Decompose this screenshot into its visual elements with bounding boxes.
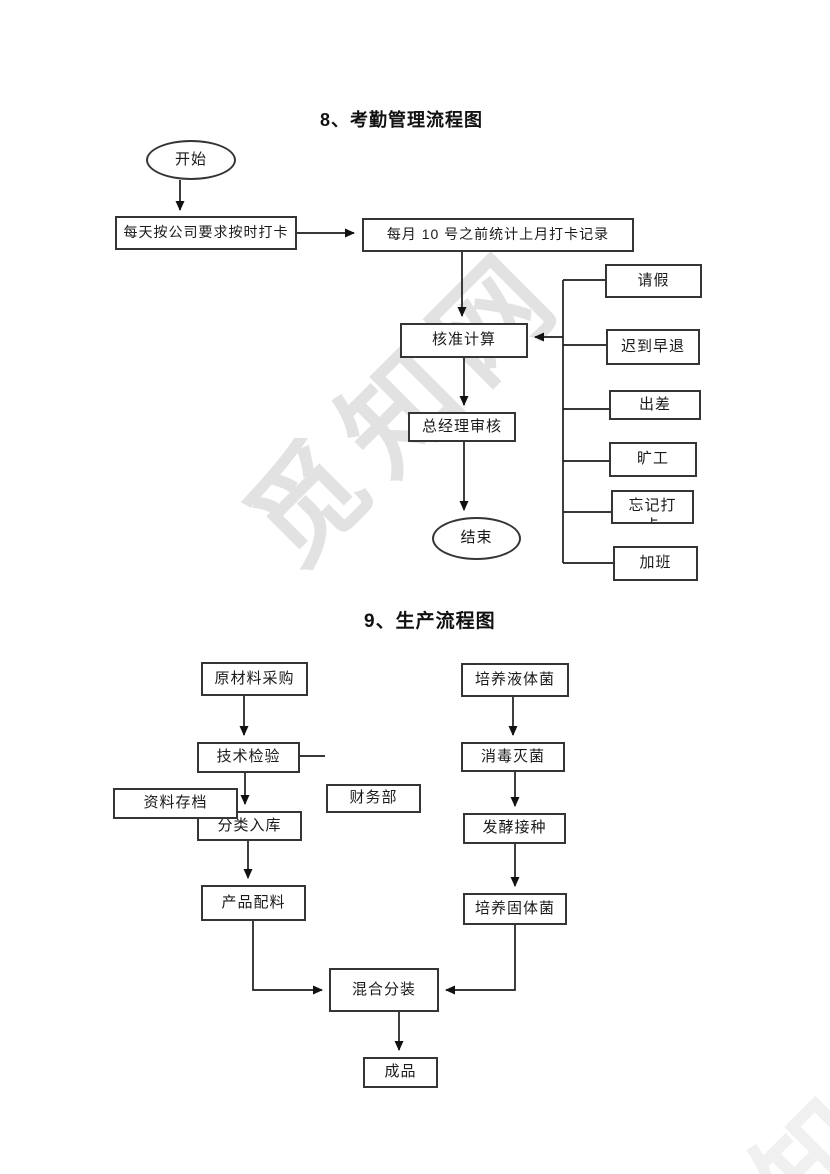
solid-culture-label: 培养固体菌 xyxy=(474,899,555,917)
production-title: 9、生产流程图 xyxy=(364,611,496,632)
archive-label: 资料存档 xyxy=(143,794,208,812)
connector-solid-to-mix xyxy=(445,925,516,995)
mix-pack-node: 混合分装 xyxy=(329,968,439,1012)
category-business-trip-node: 出差 xyxy=(609,390,701,420)
watermark-mizhiwang: 觅知网 xyxy=(224,224,589,589)
attendance-title: 8、考勤管理流程图 xyxy=(320,110,484,130)
raw-purchase-label: 原材料采购 xyxy=(214,669,295,687)
classify-store-label: 分类入库 xyxy=(217,816,282,834)
solid-culture-node: 培养固体菌 xyxy=(463,893,567,925)
watermark-mizhiwang-corner: 觅知网 xyxy=(639,974,830,1174)
product-ingredients-node: 产品配料 xyxy=(201,885,306,921)
product-ingredients-label: 产品配料 xyxy=(221,893,286,911)
daily-punch-node: 每天按公司要求按时打卡 xyxy=(115,216,297,250)
raw-purchase-node: 原材料采购 xyxy=(201,662,308,696)
sterilize-node: 消毒灭菌 xyxy=(461,742,565,772)
start-label: 开始 xyxy=(174,150,207,168)
category-forget-punch-node: 忘记打卡 xyxy=(611,490,694,524)
archive-node: 资料存档 xyxy=(113,788,238,819)
monthly-stat-label: 每月 10 号之前统计上月打卡记录 xyxy=(386,226,610,243)
ferment-node: 发酵接种 xyxy=(463,813,566,844)
category-overtime-label: 加班 xyxy=(639,554,672,572)
category-leave-label: 请假 xyxy=(637,271,670,289)
category-business-trip-label: 出差 xyxy=(638,395,671,413)
category-late-early-label: 迟到早退 xyxy=(620,337,685,355)
finished-product-node: 成品 xyxy=(363,1057,438,1088)
category-absenteeism-label: 旷工 xyxy=(636,450,669,468)
category-absenteeism-node: 旷工 xyxy=(609,442,697,477)
sterilize-label: 消毒灭菌 xyxy=(480,747,545,765)
gm-review-node: 总经理审核 xyxy=(408,412,516,442)
category-overtime-node: 加班 xyxy=(613,546,698,581)
daily-punch-label: 每天按公司要求按时打卡 xyxy=(123,224,289,241)
tech-inspect-node: 技术检验 xyxy=(197,742,300,773)
finance-node: 财务部 xyxy=(326,784,421,813)
approve-calc-node: 核准计算 xyxy=(400,323,528,358)
end-label: 结束 xyxy=(460,529,493,547)
ferment-label: 发酵接种 xyxy=(482,819,547,837)
category-late-early-node: 迟到早退 xyxy=(606,329,700,365)
mix-pack-label: 混合分装 xyxy=(351,980,416,998)
finished-product-label: 成品 xyxy=(384,1063,417,1081)
liquid-culture-node: 培养液体菌 xyxy=(461,663,569,697)
monthly-stat-node: 每月 10 号之前统计上月打卡记录 xyxy=(362,218,634,252)
finance-label: 财务部 xyxy=(349,789,398,807)
approve-calc-label: 核准计算 xyxy=(431,331,496,349)
category-forget-punch-label: 忘记打卡 xyxy=(628,497,677,522)
start-node: 开始 xyxy=(146,140,236,180)
connector-ingredients-to-mix xyxy=(252,921,323,995)
classify-store-node: 分类入库 xyxy=(197,811,302,841)
liquid-culture-label: 培养液体菌 xyxy=(474,670,555,688)
gm-review-label: 总经理审核 xyxy=(421,417,502,435)
tech-inspect-label: 技术检验 xyxy=(216,748,281,766)
category-leave-node: 请假 xyxy=(605,264,702,298)
end-node: 结束 xyxy=(432,517,521,560)
